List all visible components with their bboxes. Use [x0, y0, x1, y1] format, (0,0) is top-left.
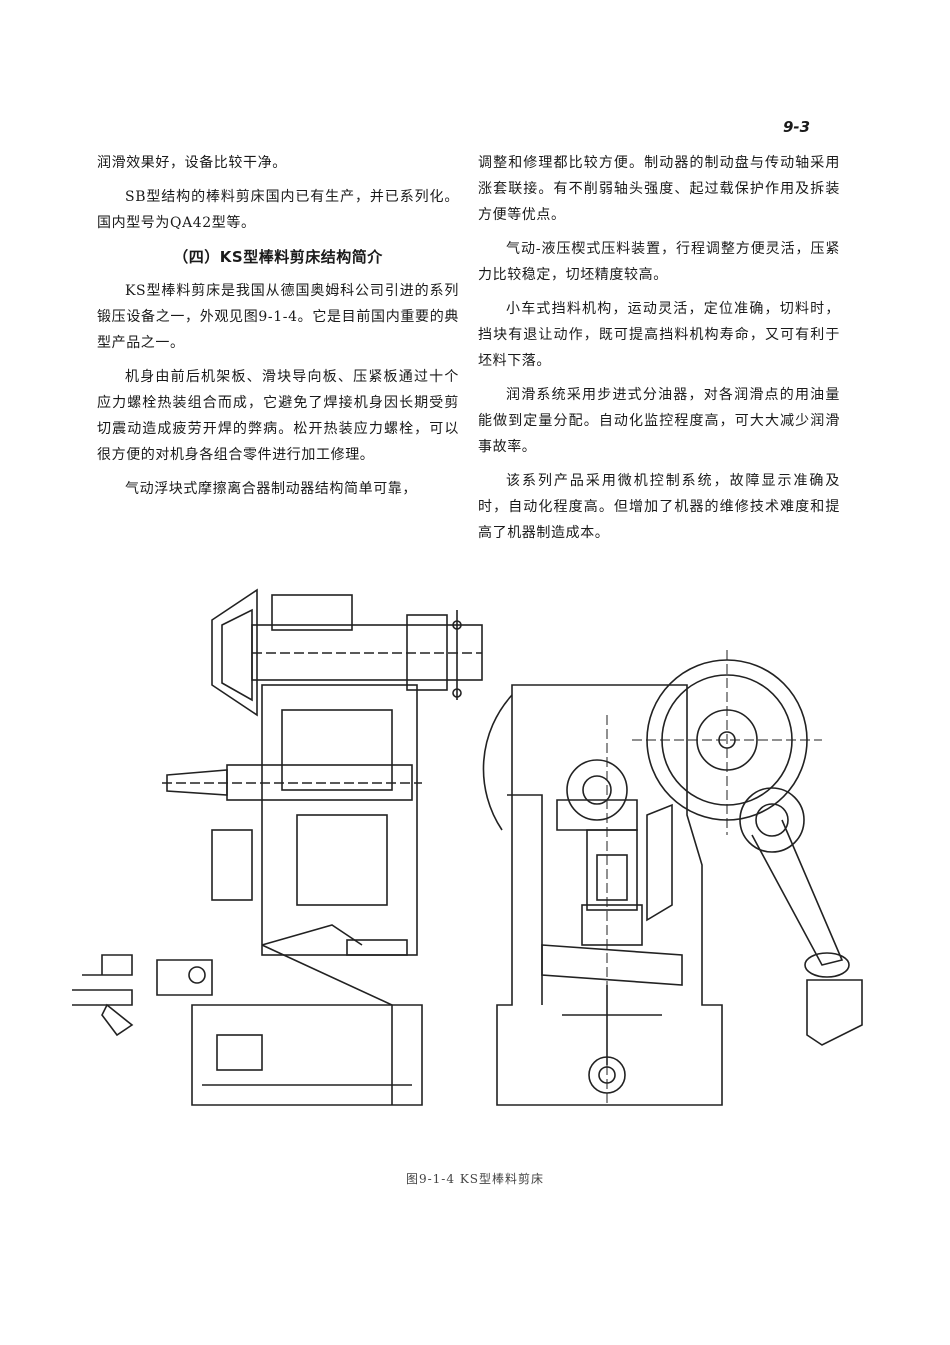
- paragraph: 润滑效果好，设备比较干净。: [97, 155, 287, 171]
- right-column: 调整和修理都比较方便。制动器的制动盘与传动轴采用涨套联接。有不削弱轴头强度、起过…: [478, 150, 840, 554]
- paragraph: 小车式挡料机构，运动灵活，定位准确，切料时，挡块有退让动作，既可提高挡料机构寿命…: [478, 301, 840, 369]
- paragraph: 机身由前后机架板、滑块导向板、压紧板通过十个应力螺栓热装组合而成，它避免了焊接机…: [97, 369, 459, 463]
- figure-caption: 图9-1-4 KS型棒料剪床: [405, 1172, 544, 1186]
- paragraph: 气动-液压楔式压料装置，行程调整方便灵活，压紧力比较稳定，切坯精度较高。: [478, 241, 840, 283]
- paragraph: SB型结构的棒料剪床国内已有生产，并已系列化。国内型号为QA42型等。: [97, 189, 459, 231]
- paragraph: 润滑系统采用步进式分油器，对各润滑点的用油量能做到定量分配。自动化监控程度高，可…: [478, 387, 840, 455]
- paragraph: 调整和修理都比较方便。制动器的制动盘与传动轴采用涨套联接。有不削弱轴头强度、起过…: [478, 155, 840, 223]
- paragraph: KS型棒料剪床是我国从德国奥姆科公司引进的系列锻压设备之一，外观见图9-1-4。…: [97, 283, 459, 351]
- front-elevation-view: [482, 650, 863, 1106]
- section-heading: （四）KS型棒料剪床结构简介: [173, 248, 383, 266]
- paragraph: 气动浮块式摩擦离合器制动器结构简单可靠，: [125, 481, 417, 497]
- side-section-view: [72, 588, 483, 1106]
- left-column: 润滑效果好，设备比较干净。 SB型结构的棒料剪床国内已有生产，并已系列化。国内型…: [97, 150, 459, 510]
- machine-drawing: [72, 588, 863, 1106]
- page-number: 9-3: [783, 118, 811, 136]
- paragraph: 该系列产品采用微机控制系统，故障显示准确及时，自动化程度高。但增加了机器的维修技…: [478, 473, 840, 541]
